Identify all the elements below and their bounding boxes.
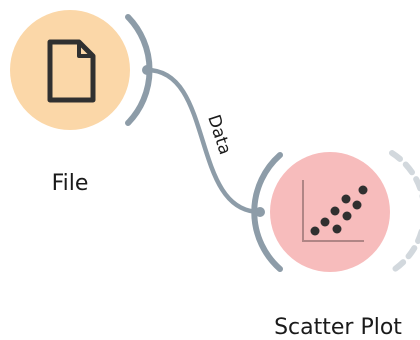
scatter-input-channel[interactable]: [251, 152, 283, 272]
data-link[interactable]: [144, 67, 263, 215]
scatter-input-anchor[interactable]: [255, 207, 265, 217]
scatter-plot-widget-label: Scatter Plot: [274, 315, 402, 340]
document-icon: [47, 39, 96, 103]
scatter-plot-icon: [302, 180, 368, 242]
file-widget-label: File: [52, 171, 89, 196]
file-node-circle[interactable]: [10, 10, 130, 130]
file-output-anchor[interactable]: [142, 65, 152, 75]
scatter-node-circle[interactable]: [270, 152, 390, 272]
file-widget[interactable]: [10, 10, 153, 130]
scatter-output-slot[interactable]: [389, 150, 420, 274]
scatter-plot-widget[interactable]: [251, 150, 420, 274]
